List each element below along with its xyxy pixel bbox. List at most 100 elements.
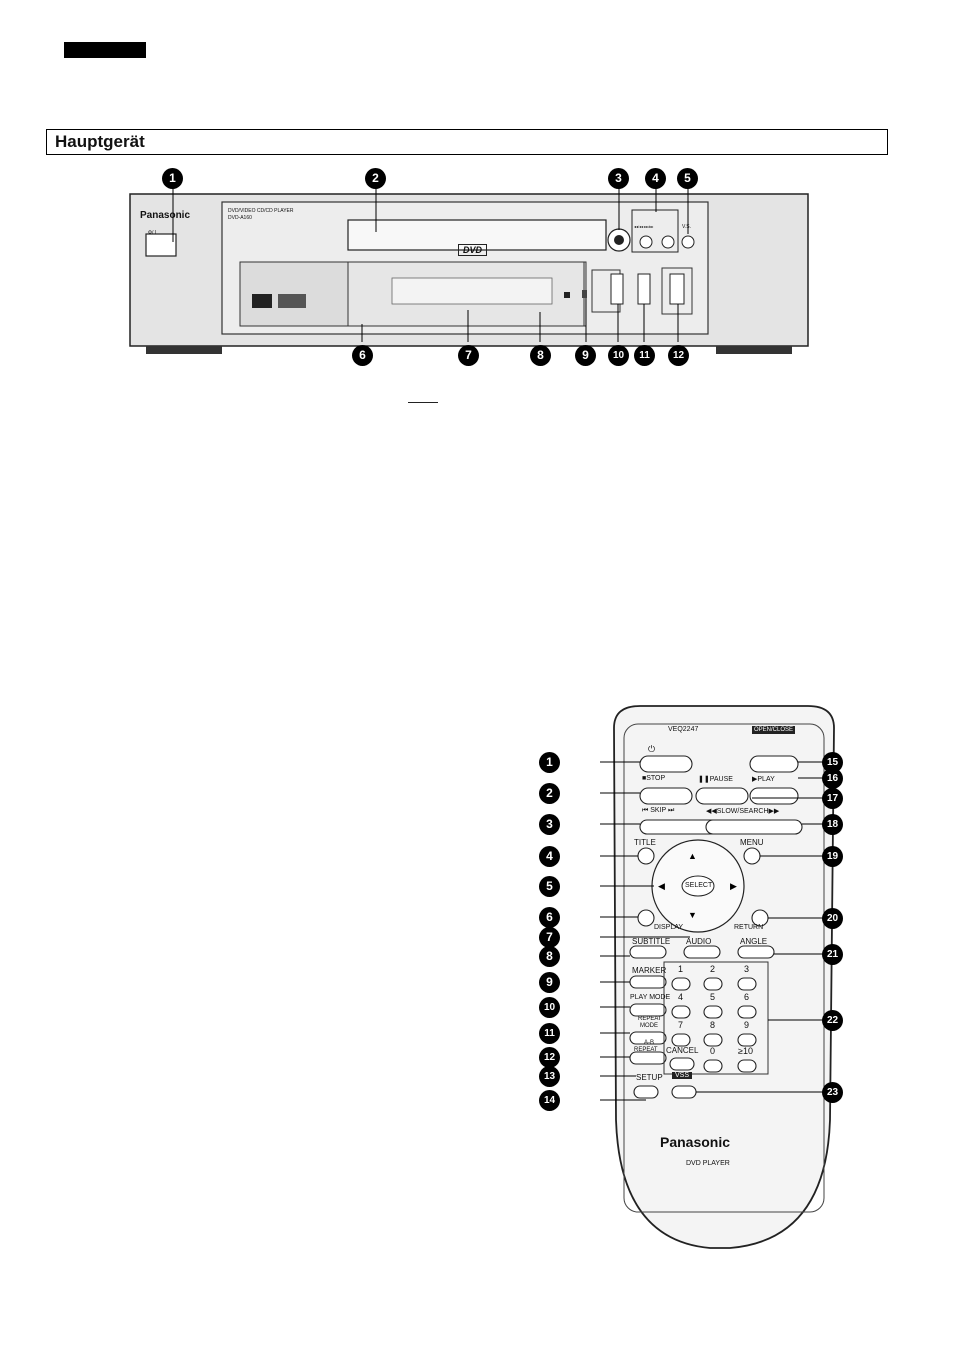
digit-7[interactable]: 7: [678, 1020, 684, 1030]
open-close-remote-button[interactable]: [749, 755, 799, 773]
vss-label-remote: VSS: [672, 1072, 693, 1079]
callout-remote-12: 12: [539, 1047, 560, 1068]
callout-main-10: 10: [608, 345, 629, 366]
digit-3[interactable]: 3: [744, 964, 750, 974]
angle-label: ANGLE: [740, 937, 768, 946]
digit-4[interactable]: 4: [678, 992, 684, 1002]
callout-remote-16: 16: [822, 768, 843, 789]
standby-indicator: [582, 290, 587, 298]
callout-remote-1: 1: [539, 752, 560, 773]
pause-remote-button[interactable]: [695, 787, 749, 805]
digit-5[interactable]: 5: [710, 992, 716, 1002]
display-window: [391, 277, 553, 305]
play-remote-button[interactable]: [749, 787, 799, 805]
digit-0[interactable]: 0: [710, 1046, 716, 1056]
cancel-remote-button[interactable]: [669, 1057, 695, 1071]
callout-remote-22: 22: [822, 1010, 843, 1031]
menu-label: MENU: [740, 838, 764, 847]
stop-remote-button[interactable]: [639, 787, 693, 805]
remote-brand: Panasonic: [660, 1134, 731, 1150]
digit-9[interactable]: 9: [744, 1020, 750, 1030]
power-remote-button[interactable]: [639, 755, 693, 773]
callout-main-1: 1: [162, 168, 183, 189]
disc-tray[interactable]: [347, 219, 607, 251]
svg-text:▼: ▼: [688, 910, 697, 920]
remote-illustration: ▲ ▼ ◀ ▶: [600, 705, 835, 1249]
slow-search-remote-button[interactable]: [705, 819, 803, 835]
stop-label: ■STOP: [642, 775, 666, 782]
stop-button[interactable]: [610, 273, 624, 305]
callout-main-9: 9: [575, 345, 596, 366]
model-line-1: DVD/VIDEO CD/CD PLAYER: [228, 208, 294, 214]
callout-remote-13: 13: [539, 1066, 560, 1087]
pause-label: ❚❚PAUSE: [698, 776, 733, 783]
remote-sensor: [564, 292, 570, 298]
vss-remote-button[interactable]: [671, 1085, 697, 1099]
ab-repeat-label-1: A-B: [644, 1040, 655, 1046]
callout-remote-23: 23: [822, 1082, 843, 1103]
pause-button[interactable]: [637, 273, 651, 305]
callout-remote-11: 11: [539, 1023, 560, 1044]
skip-forward-button[interactable]: [661, 235, 675, 249]
callout-remote-9: 9: [539, 972, 560, 993]
section-title: Hauptgerät: [55, 132, 145, 151]
repeat-mode-remote-button[interactable]: [629, 1031, 667, 1045]
small-dash: [408, 402, 438, 403]
vss-label: V.S.: [682, 224, 691, 230]
play-button[interactable]: [669, 273, 685, 305]
menu-remote-button[interactable]: [743, 847, 761, 865]
display-remote-button[interactable]: [637, 909, 655, 927]
callout-remote-7: 7: [539, 927, 560, 948]
digit-10plus[interactable]: ≥10: [738, 1046, 753, 1056]
marker-label: MARKER: [632, 966, 667, 975]
main-unit-illustration: [129, 188, 809, 354]
audio-label: AUDIO: [686, 937, 712, 946]
digit-1[interactable]: 1: [678, 964, 684, 974]
repeat-mode-label-1: REPEAT: [638, 1016, 662, 1022]
title-remote-button[interactable]: [637, 847, 655, 865]
digit-2[interactable]: 2: [710, 964, 716, 974]
vss-button[interactable]: [681, 235, 695, 249]
callout-remote-21: 21: [822, 944, 843, 965]
skip-back-button[interactable]: [639, 235, 653, 249]
callout-remote-17: 17: [822, 788, 843, 809]
skip-label-remote: ⏮ SKIP ⏭: [642, 807, 675, 814]
svg-text:◀: ◀: [658, 881, 665, 891]
marker-remote-button[interactable]: [629, 975, 667, 989]
callout-remote-6: 6: [539, 907, 560, 928]
digit-6[interactable]: 6: [744, 992, 750, 1002]
subtitle-label: SUBTITLE: [632, 937, 671, 946]
power-remote-icon: ⏻: [648, 744, 656, 754]
subtitle-remote-button[interactable]: [629, 945, 667, 959]
callout-main-3: 3: [608, 168, 629, 189]
dvd-logo: DVD: [458, 244, 488, 256]
skip-label: ◂◂/◂◂ ▸▸/▸▸: [634, 224, 654, 229]
callout-main-8: 8: [530, 345, 551, 366]
return-label: RETURN: [734, 924, 764, 931]
display-label: DISPLAY: [654, 924, 684, 931]
setup-label: SETUP: [636, 1073, 663, 1082]
svg-text:▶: ▶: [730, 881, 737, 891]
power-button[interactable]: [145, 233, 177, 257]
main-unit-brand: Panasonic: [140, 210, 191, 221]
callout-remote-5: 5: [539, 876, 560, 897]
main-unit-figure: Panasonic Φ/ I DVD/VIDEO CD/CD PLAYER DV…: [122, 170, 812, 370]
ab-repeat-label-2: REPEAT: [634, 1047, 658, 1053]
slow-search-label: ◀◀SLOW/SEARCH▶▶: [706, 808, 780, 815]
callout-main-5: 5: [677, 168, 698, 189]
audio-remote-button[interactable]: [683, 945, 721, 959]
callout-main-7: 7: [458, 345, 479, 366]
callout-remote-8: 8: [539, 946, 560, 967]
angle-remote-button[interactable]: [737, 945, 775, 959]
remote-product: DVD PLAYER: [686, 1160, 730, 1167]
select-button[interactable]: [681, 875, 715, 897]
ab-repeat-remote-button[interactable]: [629, 1051, 667, 1065]
power-label: Φ/ I: [148, 230, 157, 236]
callout-main-4: 4: [645, 168, 666, 189]
svg-text:▲: ▲: [688, 851, 697, 861]
remote-model: VEQ2247: [668, 726, 699, 733]
play-mode-remote-button[interactable]: [629, 1003, 667, 1017]
black-tab-marker: [64, 42, 146, 58]
setup-remote-button[interactable]: [633, 1085, 659, 1099]
digit-8[interactable]: 8: [710, 1020, 716, 1030]
